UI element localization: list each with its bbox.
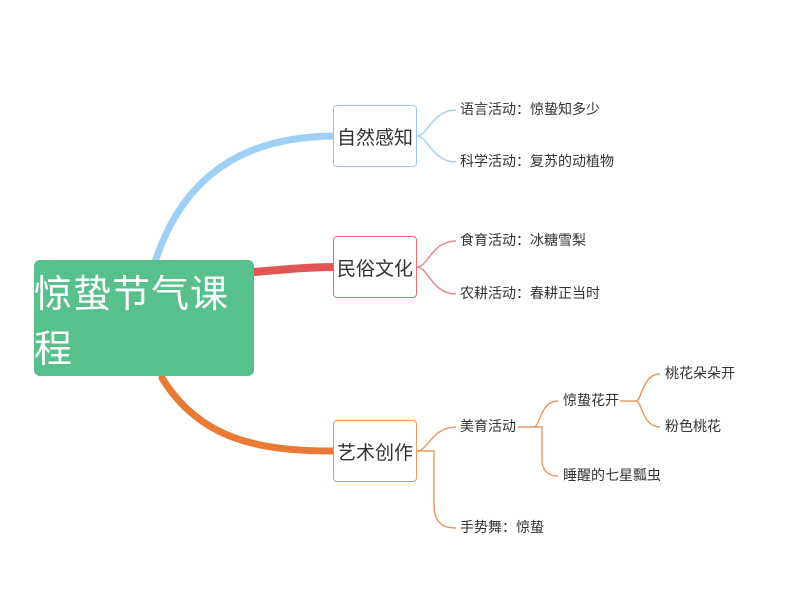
connector-root-folk — [250, 263, 337, 276]
connector-root-nature — [151, 132, 337, 266]
root-node: 惊蛰节气课程 — [34, 260, 254, 376]
leaf-science-activity: 科学活动：复苏的动植物 — [460, 154, 614, 170]
branch-folk: 民俗文化 — [333, 236, 417, 298]
leaf-food-activity: 食育活动：冰糖雪梨 — [460, 233, 586, 249]
connector-root-art — [158, 374, 337, 455]
branch-nature: 自然感知 — [333, 105, 417, 167]
connector-nature-children — [416, 109, 457, 163]
leaf-aesthetic-activity: 美育活动 — [460, 419, 516, 435]
connector-folk-children — [416, 240, 457, 295]
leaf-pink-peach: 粉色桃花 — [665, 419, 721, 435]
leaf-peach-blossoms: 桃花朵朵开 — [665, 366, 735, 382]
leaf-farming-activity: 农耕活动：春耕正当时 — [460, 286, 600, 302]
branch-art: 艺术创作 — [333, 420, 417, 482]
leaf-ladybug: 睡醒的七星瓢虫 — [563, 468, 661, 484]
leaf-gesture-dance: 手势舞：惊蛰 — [460, 520, 544, 536]
leaf-jingzhe-flowers: 惊蛰花开 — [563, 393, 619, 409]
connector-art-children — [416, 373, 661, 529]
leaf-language-activity: 语言活动：惊蛰知多少 — [460, 102, 600, 118]
